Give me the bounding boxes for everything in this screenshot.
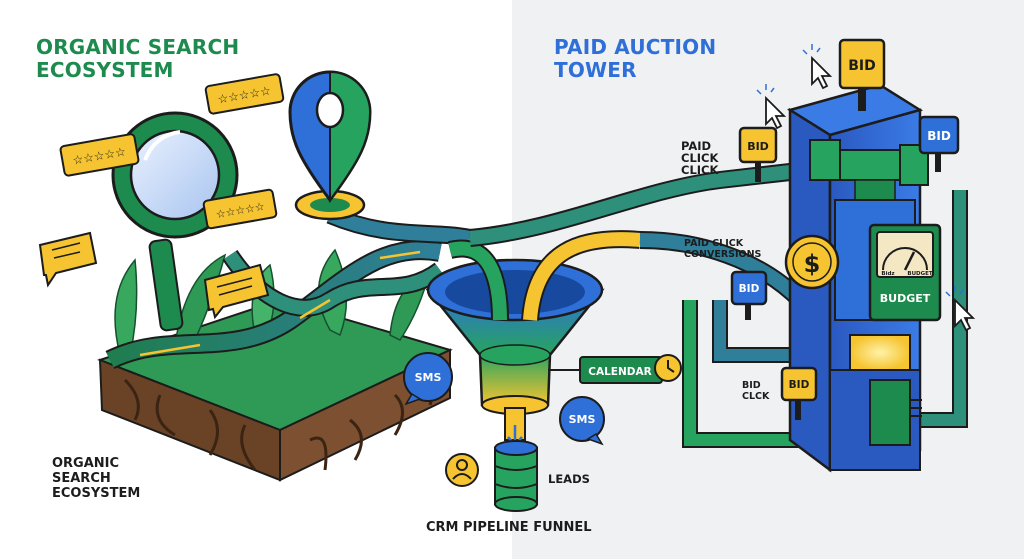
review-bubble-top: ☆☆☆☆☆ (204, 73, 285, 115)
paid-title: PAID AUCTION TOWER (554, 35, 717, 82)
bid-tag-right: BID (918, 115, 960, 172)
svg-text:$: $ (804, 250, 821, 278)
chat-bubble-middle (203, 263, 270, 320)
location-pin-icon (288, 70, 372, 221)
bid-tag-top: BID (838, 38, 886, 111)
clock-icon (654, 354, 682, 382)
paid-auction-tower (786, 83, 929, 473)
cursor-icon-middle (756, 84, 787, 130)
bid-tag-bottom: BID (780, 366, 818, 420)
paid-pipes (469, 163, 968, 448)
organic-caption: ORGANIC SEARCH ECOSYSTEM (52, 456, 141, 501)
paid-click-conversions-label: PAID CLICK CONVERSIONS (684, 238, 762, 260)
cursor-icon-top (802, 44, 833, 90)
review-bubble-middle: ☆☆☆☆☆ (202, 188, 278, 230)
review-bubble-left: ☆☆☆☆☆ (59, 133, 140, 177)
bid-tag-label: BID (789, 379, 810, 391)
paid-click-label: PAID CLICK CLICK (681, 139, 719, 177)
bid-tag-label: BID (739, 283, 760, 295)
leads-label: LEADS (548, 472, 590, 486)
sms-label: SMS (415, 371, 442, 384)
gauge-right-label: BUDGET (907, 271, 932, 277)
bid-tag-label: BID (927, 129, 951, 143)
database-icon (494, 440, 538, 512)
bid-click-label: BID CLCK (742, 380, 770, 402)
cursor-icon-budget (945, 286, 976, 332)
crm-funnel (425, 258, 605, 447)
user-icon (445, 453, 479, 487)
gauge-left-label: Bidz (881, 271, 894, 277)
budget-gauge: Bidz BUDGET BUDGET (868, 223, 942, 322)
bid-tag-label: BID (848, 58, 876, 74)
funnel-caption: CRM PIPELINE FUNNEL (426, 520, 592, 535)
budget-sign-label: BUDGET (880, 292, 931, 305)
bid-tag-label: BID (747, 140, 769, 153)
dollar-coin-icon: $ (784, 234, 840, 290)
calendar-tag: CALENDAR (548, 356, 663, 384)
sms-bubble-right: SMS (559, 396, 605, 446)
calendar-label: CALENDAR (588, 366, 651, 378)
bid-tag-paid-click: BID (738, 126, 778, 182)
funnel-inflows (447, 230, 641, 321)
organic-title: ORGANIC SEARCH ECOSYSTEM (36, 35, 240, 82)
sms-bubble-left: SMS (403, 352, 453, 406)
chat-bubble-left (38, 231, 98, 288)
sms-label: SMS (569, 413, 596, 426)
bid-tag-mid: BID (730, 270, 768, 320)
